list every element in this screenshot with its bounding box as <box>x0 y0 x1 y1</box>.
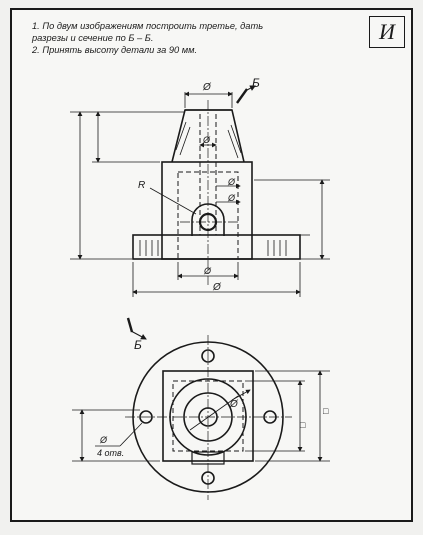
dim-diameter-inner: Ø <box>227 177 236 187</box>
section-label-front: Б <box>252 76 260 90</box>
holes-note: 4 отв. <box>97 448 124 458</box>
section-mark-top <box>126 317 134 333</box>
radius-label: R <box>138 180 145 191</box>
top-dimensions <box>72 370 330 462</box>
dim-diameter-cavity: Ø <box>203 266 212 276</box>
dim-diameter-holes: Ø <box>99 435 108 445</box>
dim-diameter-top: Ø <box>202 82 212 93</box>
task-line-1: 1. По двум изображениям построить третье… <box>32 21 264 31</box>
task-line-2: разрезы и сечение по Б – Б. <box>32 33 154 43</box>
dim-square-inner: □ <box>300 420 306 430</box>
front-view <box>132 100 301 285</box>
hole-top <box>201 349 215 363</box>
hole-left <box>139 410 153 424</box>
flange-hatching <box>139 240 287 256</box>
dim-square-outer: □ <box>323 406 329 416</box>
inner-cavity-dashed <box>177 171 239 260</box>
top-view <box>125 335 292 500</box>
dim-diameter-boss: Ø <box>229 399 239 410</box>
dim-diameter-flange: Ø <box>212 282 222 293</box>
section-label-top: Б <box>134 338 142 352</box>
dim-diameter-bore: Ø <box>202 135 211 145</box>
variant-box: И <box>369 16 405 48</box>
dim-diameter-hole: Ø <box>227 193 236 203</box>
front-dimensions <box>70 91 330 297</box>
variant-letter: И <box>379 19 395 44</box>
task-text: 1. По двум изображениям построить третье… <box>32 20 362 56</box>
task-line-3: 2. Принять высоту детали за 90 мм. <box>32 45 198 55</box>
